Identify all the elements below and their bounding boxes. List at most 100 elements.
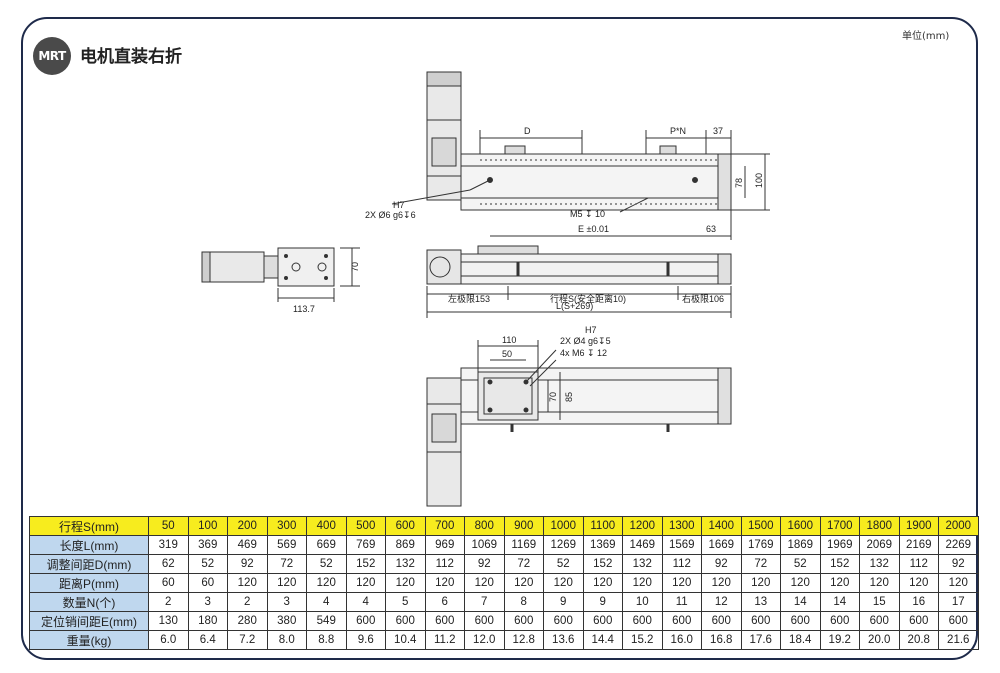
table-cell: 200 [227,516,268,536]
table-cell: 100 [187,516,228,536]
table-cell: 120 [464,573,505,593]
table-cell: 700 [424,516,465,536]
table-cell: 1069 [464,535,505,555]
table-cell: 17.6 [740,630,781,650]
table-cell: 6 [424,592,465,612]
bottom-hole-note: 2X Ø4 g6↧5 [560,336,611,346]
table-cell: 13 [740,592,781,612]
table-cell: 16.0 [661,630,702,650]
table-cell: 280 [227,611,268,631]
table-cell: 1869 [780,535,821,555]
table-cell: 1569 [661,535,702,555]
table-cell: 500 [345,516,386,536]
table-cell: 11 [661,592,702,612]
table-cell: 120 [701,573,742,593]
table-cell: 10.4 [385,630,426,650]
row-header: 行程S(mm) [29,516,149,536]
bottom-dim-85: 85 [564,392,574,402]
table-cell: 1669 [701,535,742,555]
rail-body-top [460,153,732,211]
table-cell: 112 [898,554,939,574]
table-cell: 152 [582,554,623,574]
table-cell: 600 [661,611,702,631]
table-cell: 600 [543,611,584,631]
table-cell: 120 [780,573,821,593]
table-cell: 600 [780,611,821,631]
table-cell: 120 [266,573,307,593]
dim-100-label: 100 [754,173,764,188]
table-cell: 469 [227,535,268,555]
table-cell: 380 [266,611,307,631]
side-rail [460,253,732,285]
table-cell: 800 [464,516,505,536]
table-cell: 60 [187,573,228,593]
bottom-dim-50: 50 [502,349,512,359]
table-cell: 600 [859,611,900,631]
table-cell: 3 [187,592,228,612]
table-cell: 300 [266,516,307,536]
table-cell: 12.8 [503,630,544,650]
table-cell: 92 [227,554,268,574]
table-cell: 8.8 [306,630,347,650]
motor-coupling-top [431,137,457,167]
table-cell: 72 [266,554,307,574]
table-cell: 549 [306,611,347,631]
row-header: 调整间距D(mm) [29,554,149,574]
table-cell: 1269 [543,535,584,555]
side-stroke: 行程S(安全距离10) [550,293,626,304]
table-cell: 12 [701,592,742,612]
table-cell: 10 [622,592,663,612]
table-cell: 2000 [938,516,979,536]
technical-drawing: D P*N 37 78 100 H7 2X Ø6 g6↧6 M5 ↧ 10 E … [201,71,770,507]
table-cell: 132 [622,554,663,574]
table-cell: 1500 [740,516,781,536]
table-cell: 52 [780,554,821,574]
table-cell: 120 [424,573,465,593]
table-cell: 14 [819,592,860,612]
end-plate-right-top [717,153,732,211]
table-cell: 152 [345,554,386,574]
table-cell: 132 [859,554,900,574]
table-cell: 7.2 [227,630,268,650]
table-cell: 1200 [622,516,663,536]
table-cell: 17 [938,592,979,612]
dim-63-label: 63 [706,224,716,234]
table-cell: 1600 [780,516,821,536]
table-cell: 50 [148,516,189,536]
table-cell: 4 [345,592,386,612]
table-cell: 120 [227,573,268,593]
table-cell: 120 [819,573,860,593]
dim-D-label: D [524,126,531,136]
top-thread-note: M5 ↧ 10 [570,209,605,219]
table-cell: 52 [187,554,228,574]
table-cell: 600 [424,611,465,631]
table-cell: 14 [780,592,821,612]
motor-flange-top [426,71,462,87]
bottom-dim-70: 70 [548,392,558,402]
table-cell: 112 [661,554,702,574]
unit-note: 单位(mm) [902,31,950,42]
table-cell: 112 [424,554,465,574]
end-dim-70: 70 [350,262,360,272]
end-dim-113: 113.7 [293,304,315,314]
table-cell: 600 [582,611,623,631]
side-length: L(S+269) [556,301,593,311]
dim-37-label: 37 [713,126,723,136]
table-cell: 1400 [701,516,742,536]
row-header: 重量(kg) [29,630,149,650]
logo-text: MRT [38,49,66,63]
table-cell: 15.2 [622,630,663,650]
table-cell: 72 [503,554,544,574]
table-cell: 1100 [582,516,623,536]
bottom-view: 110 50 H7 2X Ø4 g6↧5 4x M6 ↧ 12 70 85 [426,325,732,507]
table-cell: 20.0 [859,630,900,650]
table-cell: 600 [622,611,663,631]
table-cell: 600 [819,611,860,631]
row-header: 定位销间距E(mm) [29,611,149,631]
table-cell: 120 [385,573,426,593]
table-cell: 52 [306,554,347,574]
table-cell: 11.2 [424,630,465,650]
